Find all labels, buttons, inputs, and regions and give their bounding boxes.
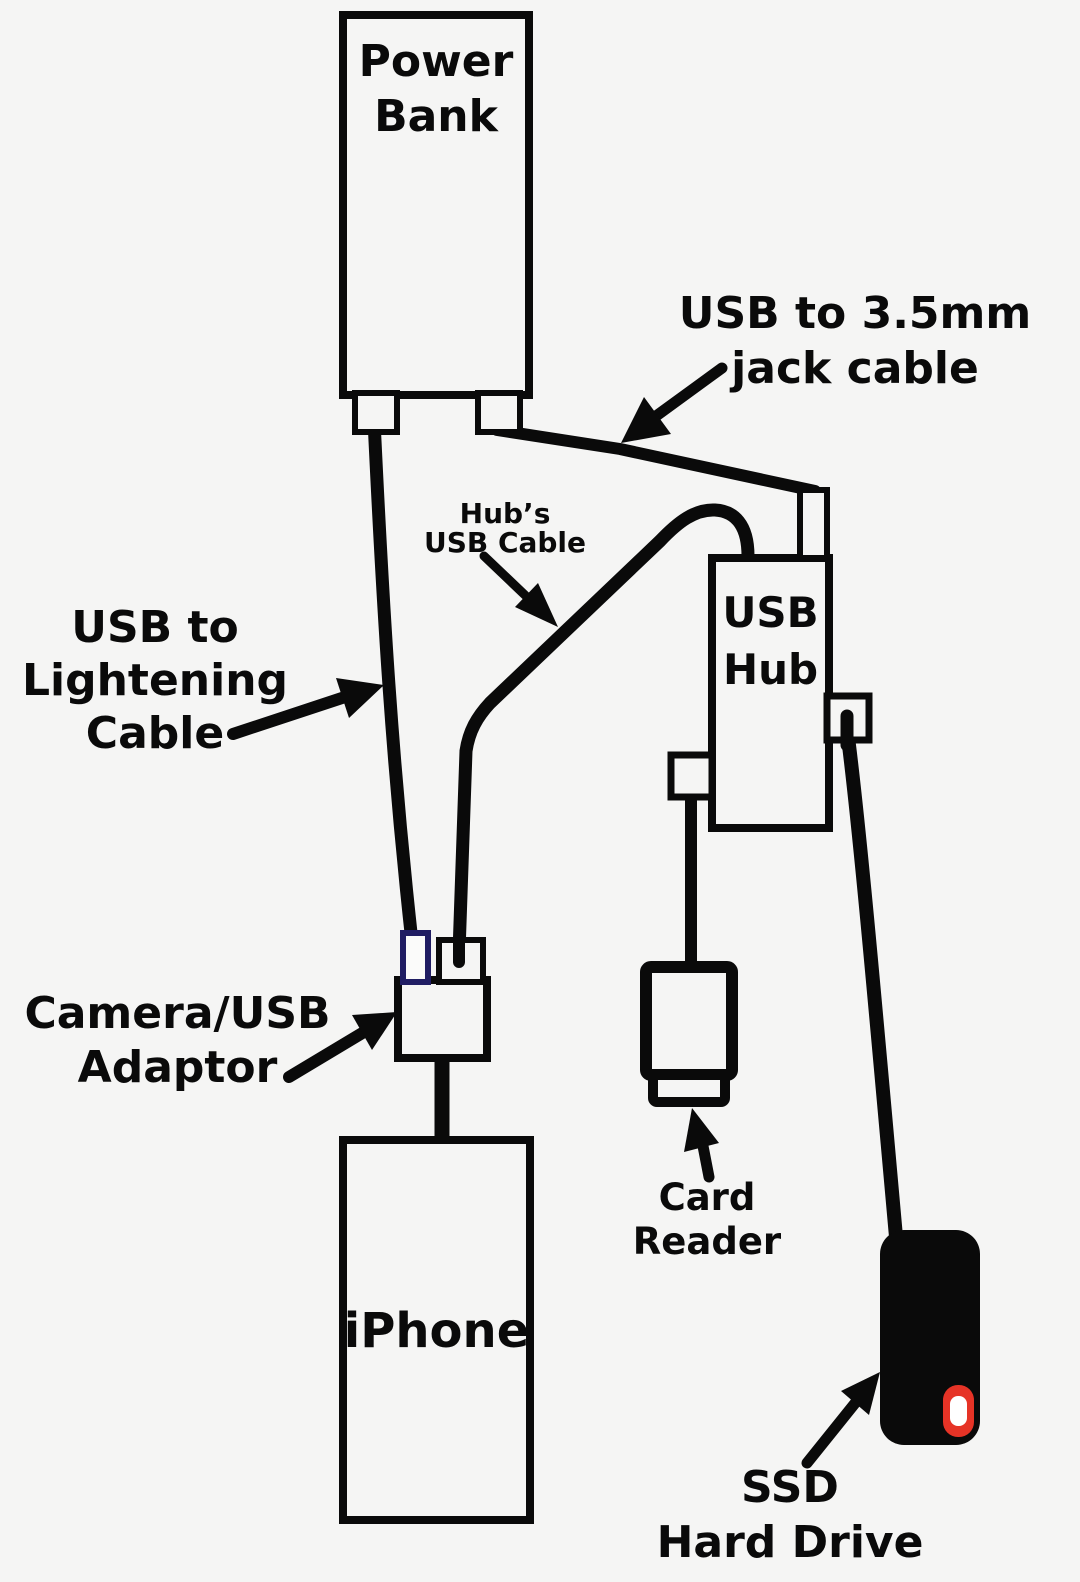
ssd-led-core xyxy=(950,1396,967,1426)
power-bank-port-right xyxy=(475,390,523,435)
ssd-drive-label-line2: Hard Drive xyxy=(656,1517,924,1568)
iphone-label-line1: iPhone xyxy=(343,1303,530,1359)
camera-adaptor-box xyxy=(394,976,491,1062)
lightening-cable-label-line2: Lightening xyxy=(21,655,289,706)
card-reader-body xyxy=(640,961,738,1081)
power-bank-box xyxy=(339,11,533,399)
ssd-drive-label: SSD Hard Drive xyxy=(610,1460,970,1570)
lightening-cable-arrow xyxy=(227,678,384,740)
card-reader-tip xyxy=(648,1070,730,1107)
hub-jack-port xyxy=(797,487,830,561)
ssd-arrow xyxy=(801,1372,880,1469)
jack-cable-label-line1: USB to 3.5mm xyxy=(678,288,1032,339)
card-reader-label-line1: Card xyxy=(658,1176,756,1219)
usb-to-jack-cable-line xyxy=(491,424,821,497)
card-reader-label-line2: Reader xyxy=(632,1220,782,1263)
hub-cable-arrow xyxy=(479,551,558,627)
card-reader-arrow xyxy=(684,1108,719,1183)
lightening-cable-label-line3: Cable xyxy=(85,708,225,759)
iphone-box xyxy=(339,1136,534,1524)
lightning-connector xyxy=(400,930,431,985)
camera-adaptor-label: Camera/USB Adaptor xyxy=(15,987,340,1095)
iphone-label: iPhone xyxy=(343,1303,530,1359)
lightening-cable-label: USB to Lightening Cable xyxy=(15,601,295,760)
hub-usb-cable-line xyxy=(452,503,755,959)
power-bank-label: Power Bank xyxy=(343,34,529,144)
camera-adaptor-label-line2: Adaptor xyxy=(77,1042,278,1093)
ssd-cable-line xyxy=(839,715,904,1255)
usb-to-lightening-cable-line xyxy=(367,413,419,949)
hub-left-port xyxy=(667,751,716,801)
hubs-usb-cable-label-line1: Hub’s xyxy=(459,497,551,530)
usb-hub-label-line1: USB xyxy=(722,588,819,637)
power-bank-label-line1: Power xyxy=(358,36,514,87)
jack-cable-label: USB to 3.5mm jack cable xyxy=(640,286,1070,396)
hubs-usb-cable-label-line2: USB Cable xyxy=(423,526,587,559)
power-bank-port-left xyxy=(352,390,400,435)
hubs-usb-cable-label: Hub’s USB Cable xyxy=(395,499,615,557)
power-bank-label-line2: Bank xyxy=(374,91,498,142)
jack-cable-arrow xyxy=(621,362,728,443)
jack-cable-label-line2: jack cable xyxy=(731,343,979,394)
ssd-drive-label-line1: SSD xyxy=(741,1462,839,1513)
camera-adaptor-arrow xyxy=(283,1012,397,1083)
card-reader-label: Card Reader xyxy=(612,1176,802,1264)
usb-hub-label: USB Hub xyxy=(712,584,829,698)
usb-hub-label-line2: Hub xyxy=(722,645,819,694)
camera-adaptor-label-line1: Camera/USB xyxy=(24,988,331,1039)
lightening-cable-label-line1: USB to xyxy=(71,602,239,653)
usb-hub-box xyxy=(708,554,833,832)
